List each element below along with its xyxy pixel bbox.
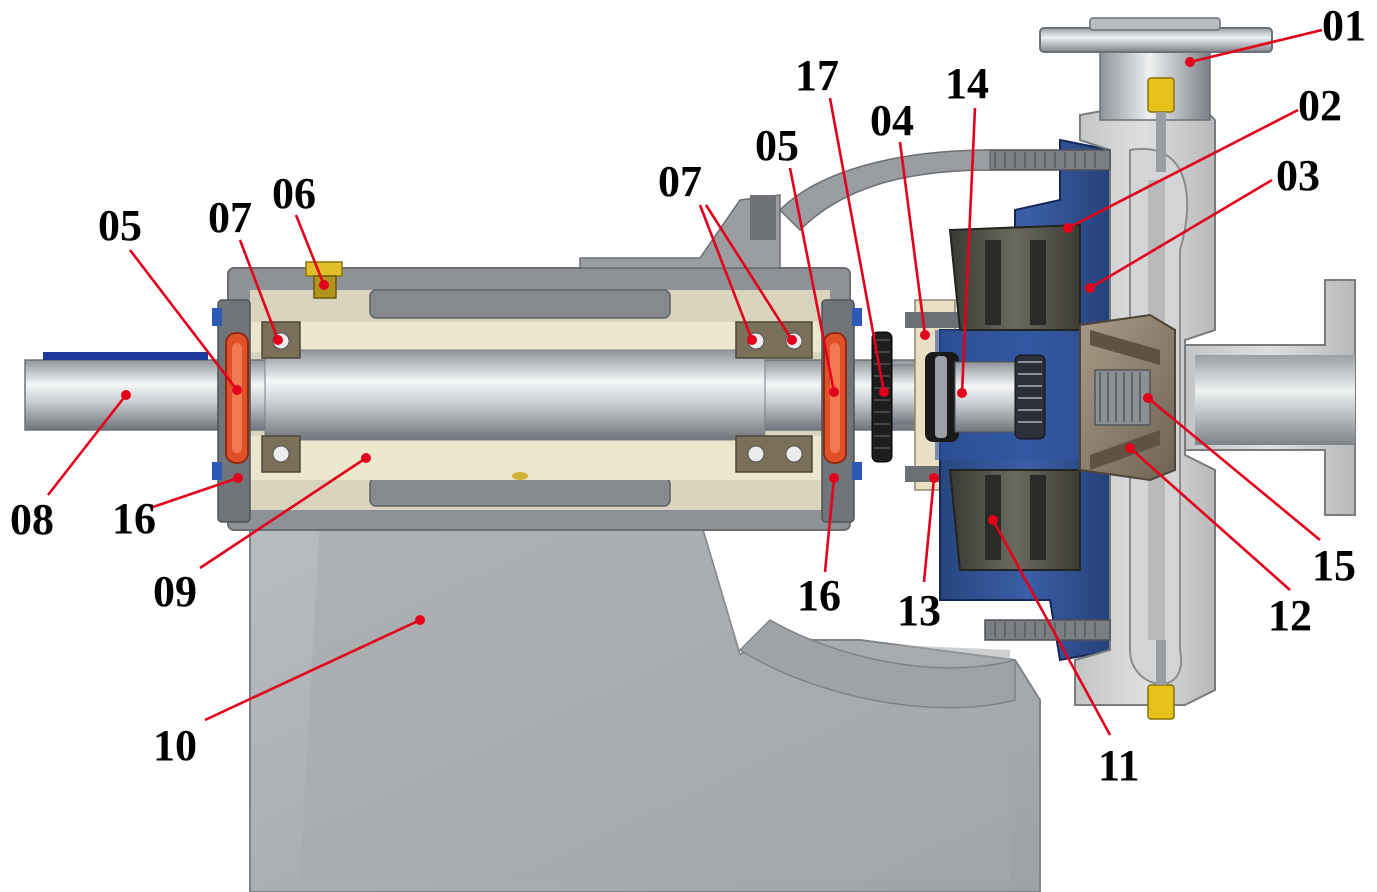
casing-bolt-top	[984, 149, 1111, 171]
impeller	[1079, 313, 1176, 482]
callout-15: 15	[1143, 393, 1356, 590]
bearing-frame-pedestal	[249, 519, 1041, 892]
callouts: 01 02 03 04 05 05	[10, 1, 1366, 790]
callout-03: 03	[1085, 151, 1320, 293]
bracket-arc	[778, 149, 991, 232]
callout-02: 02	[1063, 81, 1342, 233]
svg-text:16: 16	[797, 571, 841, 620]
callout-05-right: 05	[755, 121, 839, 397]
svg-text:03: 03	[1276, 151, 1320, 200]
svg-text:15: 15	[1312, 541, 1356, 590]
callout-09: 09	[153, 453, 371, 616]
deflector-ring	[871, 331, 893, 463]
callout-12: 12	[1125, 443, 1312, 640]
callout-07-left: 07	[208, 193, 283, 345]
callout-13: 13	[897, 473, 941, 635]
callout-01: 01	[1185, 1, 1366, 67]
callout-10: 10	[153, 615, 425, 770]
lip-seal-left	[225, 332, 249, 464]
drain-plug-top	[1147, 77, 1175, 172]
callout-04: 04	[870, 96, 930, 340]
svg-text:01: 01	[1322, 1, 1366, 50]
svg-text:09: 09	[153, 567, 197, 616]
seal-chamber	[948, 223, 1081, 571]
svg-text:17: 17	[795, 51, 839, 100]
mechanical-seal	[925, 352, 1046, 442]
svg-text:05: 05	[98, 201, 142, 250]
callout-06: 06	[272, 169, 329, 290]
svg-text:16: 16	[112, 494, 156, 543]
svg-text:07: 07	[658, 157, 702, 206]
svg-text:02: 02	[1298, 81, 1342, 130]
svg-text:08: 08	[10, 495, 54, 544]
svg-text:11: 11	[1098, 741, 1140, 790]
callout-14: 14	[945, 59, 989, 398]
svg-text:06: 06	[272, 169, 316, 218]
svg-text:07: 07	[208, 193, 252, 242]
drain-plug-bottom	[1147, 640, 1175, 720]
callout-16-right: 16	[797, 473, 841, 620]
svg-text:10: 10	[153, 721, 197, 770]
callout-17: 17	[795, 51, 889, 397]
callout-05-left: 05	[98, 201, 242, 395]
svg-text:12: 12	[1268, 591, 1312, 640]
svg-text:14: 14	[945, 59, 989, 108]
svg-text:04: 04	[870, 96, 914, 145]
callout-08: 08	[10, 390, 131, 544]
callout-07-right: 07	[658, 157, 797, 345]
svg-text:13: 13	[897, 586, 941, 635]
suction-nozzle	[1184, 279, 1356, 516]
casing-bolt-bottom	[984, 619, 1111, 641]
svg-text:05: 05	[755, 121, 799, 170]
callout-16-left: 16	[112, 473, 243, 543]
callout-11: 11	[988, 515, 1140, 790]
